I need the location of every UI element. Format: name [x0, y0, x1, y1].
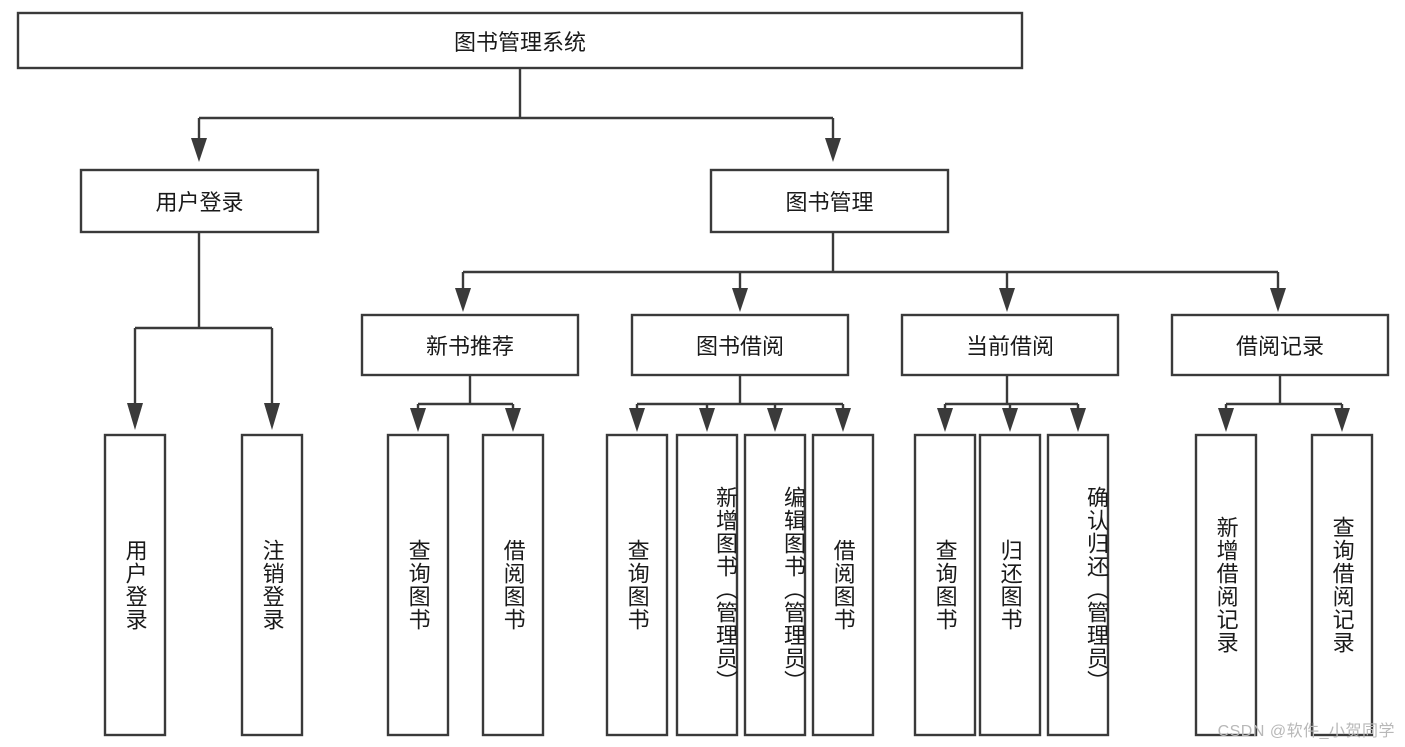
node-box-leaf-current-borrow-1[interactable]: [978, 433, 1042, 737]
connector-group-current-borrow: [937, 375, 1086, 432]
connector-group-new-book: [410, 375, 521, 432]
node-box-root[interactable]: [16, 11, 1024, 70]
node-box-leaf-new-book-0[interactable]: [386, 433, 450, 737]
node-box-new-book-rec[interactable]: [360, 313, 580, 377]
node-box-leaf-borrow-record-0[interactable]: [1194, 433, 1258, 737]
arrow-head-bb-4: [835, 408, 851, 432]
arrow-head-bb-2: [699, 408, 715, 432]
node-box-leaf-current-borrow-2[interactable]: [1046, 433, 1110, 737]
node-box-borrow-record[interactable]: [1170, 313, 1390, 377]
arrow-head-br-2: [1334, 408, 1350, 432]
node-box-leaf-user-login-1[interactable]: [240, 433, 304, 737]
connector-group-book-mgmt: [455, 232, 1286, 312]
node-box-leaf-book-borrow-2[interactable]: [743, 433, 807, 737]
arrow-head-ul-1: [127, 403, 143, 430]
arrow-head-bm-2: [732, 288, 748, 312]
arrow-head-ul-2: [264, 403, 280, 430]
connector-group-book-borrow: [629, 375, 851, 432]
node-box-book-borrow[interactable]: [630, 313, 850, 377]
arrow-head-bm-1: [455, 288, 471, 312]
node-box-leaf-borrow-record-1[interactable]: [1310, 433, 1374, 737]
arrow-head-cb-2: [1002, 408, 1018, 432]
node-box-book-management[interactable]: [709, 168, 950, 234]
arrow-head-nb-2: [505, 408, 521, 432]
node-box-leaf-user-login-0[interactable]: [103, 433, 167, 737]
arrow-head-bm-4: [1270, 288, 1286, 312]
arrow-head-br-1: [1218, 408, 1234, 432]
arrow-head-bb-1: [629, 408, 645, 432]
arrow-head-cb-3: [1070, 408, 1086, 432]
connector-group-root: [191, 69, 841, 162]
node-box-current-borrow[interactable]: [900, 313, 1120, 377]
node-box-user-login[interactable]: [79, 168, 320, 234]
arrow-head-bm-3: [999, 288, 1015, 312]
arrow-head-root-2: [825, 138, 841, 162]
node-box-leaf-book-borrow-0[interactable]: [605, 433, 669, 737]
arrow-head-bb-3: [767, 408, 783, 432]
node-box-leaf-new-book-1[interactable]: [481, 433, 545, 737]
connector-group-borrow-record: [1218, 375, 1350, 432]
arrow-head-root-1: [191, 138, 207, 162]
arrow-head-nb-1: [410, 408, 426, 432]
node-box-leaf-book-borrow-1[interactable]: [675, 433, 739, 737]
connector-group-user-login: [127, 232, 280, 430]
arrow-head-cb-1: [937, 408, 953, 432]
node-box-leaf-book-borrow-3[interactable]: [811, 433, 875, 737]
node-box-leaf-current-borrow-0[interactable]: [913, 433, 977, 737]
